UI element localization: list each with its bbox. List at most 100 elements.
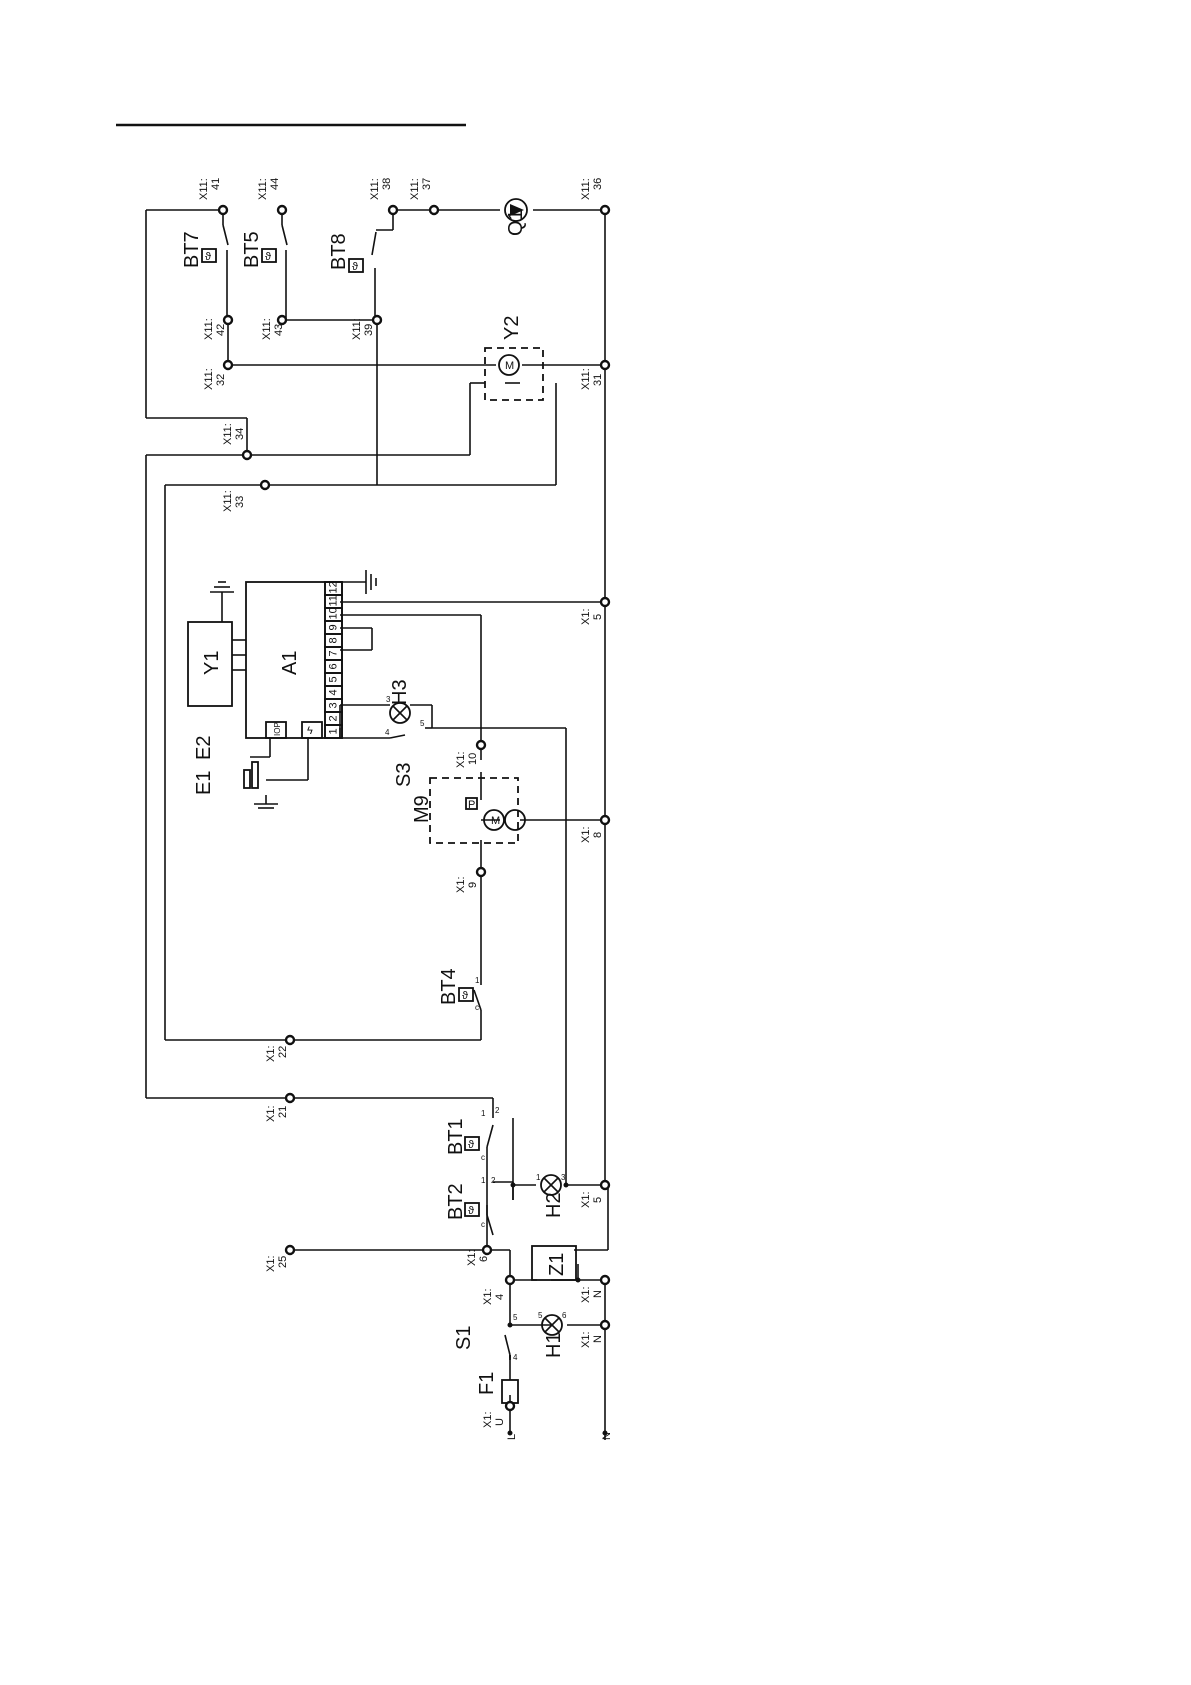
x1-terminal-n: N — [592, 1290, 604, 1298]
electrode-e1-e2-icon — [243, 761, 259, 789]
x1-terminal-u: U — [494, 1418, 506, 1426]
supply-n: N — [601, 1432, 613, 1440]
label-bt4: BT4 — [438, 968, 460, 1005]
svg-text:2: 2 — [491, 1176, 496, 1185]
x1-terminal-25: 25 — [277, 1256, 289, 1268]
x1-terminal-4: 4 — [494, 1294, 506, 1300]
x11-terminal-38: 38 — [381, 178, 393, 190]
supply-l: L — [506, 1434, 518, 1440]
x11-terminal-34: 34 — [234, 428, 246, 440]
x11-prefix: X11: — [409, 178, 421, 200]
x1-terminal-21: 21 — [277, 1106, 289, 1118]
svg-text:5: 5 — [420, 719, 425, 728]
a1-pin-label: 7 — [328, 650, 340, 656]
a1-pin-label: 11 — [328, 595, 340, 606]
a1-pin-label: 8 — [328, 637, 340, 643]
symbol-motor: M — [491, 815, 500, 827]
x1-terminal-6: 6 — [478, 1256, 490, 1262]
x11-prefix: X11: — [580, 178, 592, 200]
svg-text:5: 5 — [513, 1313, 518, 1322]
a1-pin-label: 4 — [328, 689, 340, 695]
symbol-theta: ϑ — [352, 261, 358, 273]
label-h2: H2 — [543, 1192, 565, 1218]
pressure-switch-icon — [465, 797, 478, 810]
x1-terminal-5: 5 — [592, 614, 604, 620]
pump-q1-icon — [504, 198, 528, 222]
svg-text:5: 5 — [538, 1311, 543, 1320]
a1-pin-label: 10 — [328, 607, 340, 619]
a1-pin-label: 1 — [328, 728, 340, 734]
x11-prefix: X11: — [261, 318, 273, 340]
svg-text:1: 1 — [481, 1109, 486, 1118]
x11-terminal-41: 41 — [210, 178, 222, 190]
symbol-theta: ϑ — [462, 990, 468, 1002]
x11-prefix: X11: — [580, 368, 592, 390]
x1-terminal-n: N — [592, 1335, 604, 1343]
x1-prefix: X1: — [455, 751, 467, 768]
a1-pin-label: 12 — [328, 581, 340, 593]
ground-symbol — [210, 570, 377, 809]
terminal-dots — [217, 204, 611, 1436]
label-h3: H3 — [389, 679, 411, 705]
wires — [145, 209, 609, 1440]
x1-terminal-10: 10 — [467, 753, 479, 765]
x1-prefix: X1: — [265, 1255, 277, 1272]
x11-terminal-33: 33 — [234, 496, 246, 508]
filter-z1-box — [531, 1245, 577, 1281]
symbol-ionization: IOP — [273, 722, 282, 736]
x11-terminal-32: 32 — [215, 374, 227, 386]
svg-text:c: c — [475, 1003, 479, 1012]
x11-terminal-39: 39 — [363, 324, 375, 336]
switch-s3-symbol — [389, 734, 406, 739]
symbol-pressure: P — [468, 799, 475, 811]
symbol-theta: ϑ — [265, 251, 271, 263]
svg-text:2: 2 — [495, 1106, 500, 1115]
x11-prefix: X11: — [198, 178, 210, 200]
thermostat-bt5-icon — [261, 248, 277, 263]
label-q1: Q1 — [505, 209, 527, 236]
svg-text:4: 4 — [513, 1353, 518, 1362]
label-bt7: BT7 — [181, 231, 203, 268]
x1-prefix: X1: — [482, 1288, 494, 1305]
x11-prefix: X11: — [257, 178, 269, 200]
thermostat-bt2-icon — [464, 1202, 480, 1217]
thermostat-bt1-icon — [464, 1136, 480, 1151]
svg-text:4: 4 — [385, 728, 390, 737]
valve-y2-box — [484, 347, 544, 401]
x1-prefix: X1: — [265, 1045, 277, 1062]
label-a1: A1 — [279, 651, 301, 675]
a1-pin-label: 6 — [328, 663, 340, 669]
lamp-h3-icon — [389, 702, 411, 724]
svg-text:3: 3 — [386, 695, 391, 704]
x11-prefix: X11: — [203, 368, 215, 390]
label-f1: F1 — [476, 1372, 498, 1395]
x11-prefix: X11: — [222, 490, 234, 512]
svg-text:c: c — [481, 1220, 485, 1229]
x1-prefix: X1: — [580, 1191, 592, 1208]
label-bt8: BT8 — [328, 233, 350, 270]
x11-terminal-31: 31 — [592, 374, 604, 386]
fan-m9-motor-icon — [483, 809, 526, 831]
x11-prefix: X11: — [222, 423, 234, 445]
label-z1: Z1 — [546, 1253, 568, 1276]
label-s1: S1 — [453, 1326, 475, 1350]
symbol-theta: ϑ — [468, 1205, 474, 1217]
x1-prefix: X1: — [482, 1411, 494, 1428]
label-bt2: BT2 — [445, 1183, 467, 1220]
x1-prefix: X1: — [580, 826, 592, 843]
a1-pin-label: 9 — [328, 624, 340, 630]
a1-pin-label: 3 — [328, 702, 340, 708]
symbol-motor: M — [505, 360, 514, 372]
x11-prefix: X11: — [351, 318, 363, 340]
label-y1: Y1 — [201, 651, 223, 675]
svg-text:6: 6 — [562, 1311, 567, 1320]
x11-prefix: X11: — [203, 318, 215, 340]
symbol-theta: ϑ — [468, 1139, 474, 1151]
switch-s1-symbol — [504, 1334, 511, 1356]
label-bt1: BT1 — [445, 1118, 467, 1155]
svg-text:c: c — [481, 1153, 485, 1162]
svg-text:3: 3 — [561, 1173, 566, 1182]
x1-prefix: X1: — [580, 1331, 592, 1348]
svg-text:1: 1 — [481, 1176, 486, 1185]
